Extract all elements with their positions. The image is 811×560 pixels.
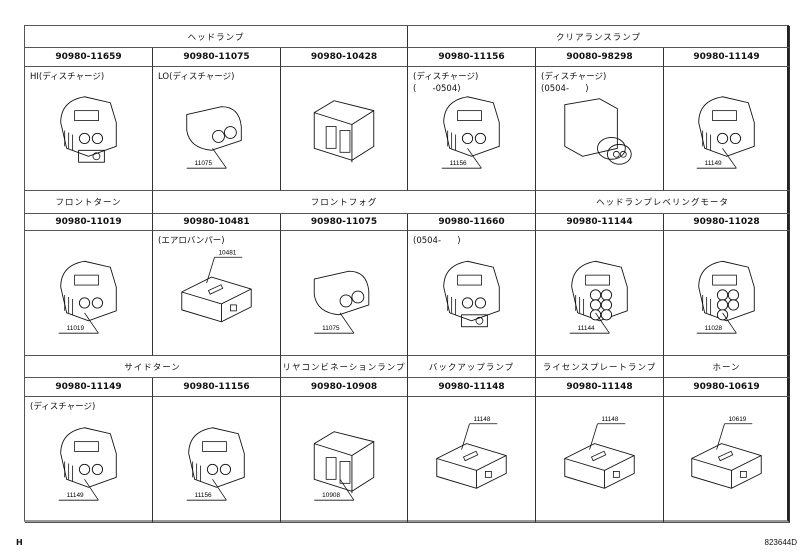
part-number: 90980-11660 <box>408 214 536 231</box>
connector-2pin-round-icon: 11156 <box>441 96 500 169</box>
connector-2pin-round-icon: 11149 <box>696 96 755 169</box>
connector-box-multipin-icon <box>313 100 375 163</box>
connector-illustration-cell: 11028 <box>664 231 790 356</box>
part-number: 90980-11149 <box>25 378 153 397</box>
svg-text:11148: 11148 <box>473 416 490 423</box>
connector-flat-2pin-icon: 11148 <box>564 416 635 489</box>
part-number: 90980-11144 <box>536 214 664 231</box>
connector-illustration-cell: 11149 (ディスチャージ) <box>25 397 153 523</box>
group-header: リヤコンビネーションランプ <box>281 356 408 378</box>
part-number: 90980-11156 <box>153 378 281 397</box>
part-number: 90980-11156 <box>408 48 536 67</box>
connector-6pin-round-icon: 11144 <box>569 260 628 334</box>
part-number: 90980-11659 <box>25 48 153 67</box>
connector-note: LO(ディスチャージ) <box>158 72 235 82</box>
connector-illustration-cell: 11075 <box>281 231 408 356</box>
connector-illustration-cell: 11019 <box>25 231 153 356</box>
connector-2pin-round-icon: 11019 <box>58 260 117 334</box>
group-header: クリアランスランプ <box>408 26 790 48</box>
connector-flat-1pin-icon: 10619 <box>691 416 762 489</box>
connector-illustration-cell: 10908 <box>281 397 408 523</box>
connector-2pin-latch-icon <box>443 260 500 328</box>
svg-text:10481: 10481 <box>218 249 236 256</box>
connector-illustration-cell: (0504- ) <box>408 231 536 356</box>
connector-illustration-cell: 11156 <box>153 397 281 523</box>
svg-text:11148: 11148 <box>601 416 618 423</box>
connector-note: (ディスチャージ) (0504- ) <box>541 72 607 94</box>
svg-text:11075: 11075 <box>322 325 340 332</box>
connector-note: (0504- ) <box>413 236 461 246</box>
svg-text:10619: 10619 <box>728 416 746 423</box>
svg-text:11156: 11156 <box>195 492 212 499</box>
group-header: フロントターン <box>25 191 153 214</box>
connector-flat-multipin-icon: 10481 <box>181 249 252 323</box>
part-number: 90980-11148 <box>408 378 536 397</box>
part-number: 90980-11075 <box>281 214 408 231</box>
connector-illustration-cell: 11144 <box>536 231 664 356</box>
connector-5pin-round-icon: 11028 <box>696 260 755 334</box>
svg-text:10908: 10908 <box>322 492 340 499</box>
connector-illustration-cell: (ディスチャージ) (0504- ) <box>536 67 664 191</box>
connector-parts-table: ヘッドランプクリアランスランプ 90980-11659 HI(ディスチャージ) 90… <box>24 25 790 523</box>
connector-illustration-cell: 11148 <box>536 397 664 523</box>
connector-illustration-cell <box>281 67 408 191</box>
svg-text:11019: 11019 <box>67 325 85 332</box>
connector-illustration-cell: HI(ディスチャージ) <box>25 67 153 191</box>
part-number: 90980-11148 <box>536 378 664 397</box>
svg-text:11149: 11149 <box>705 160 722 167</box>
illustration-id: 823644D <box>764 538 797 547</box>
svg-text:11144: 11144 <box>578 325 595 332</box>
connector-cylindrical-2pin-icon: 11075 <box>313 270 370 334</box>
group-header: バックアップランプ <box>408 356 536 378</box>
connector-sealed-2pin-icon <box>564 98 632 165</box>
part-number: 90980-11019 <box>25 214 153 231</box>
part-number: 90980-11028 <box>664 214 790 231</box>
connector-note: (ディスチャージ) ( -0504) <box>413 72 479 94</box>
part-number: 90980-10908 <box>281 378 408 397</box>
part-number: 90980-10481 <box>153 214 281 231</box>
connector-flat-2pin-icon: 11148 <box>436 416 507 489</box>
connector-cylindrical-2pin-icon: 11075 <box>186 106 242 169</box>
page-marker: H <box>16 538 23 547</box>
group-header: ホーン <box>664 356 790 378</box>
connector-illustration-cell: 11075 LO(ディスチャージ) <box>153 67 281 191</box>
svg-text:11075: 11075 <box>195 160 213 167</box>
group-header: フロントフォグ <box>153 191 536 214</box>
group-header: ライセンスプレートランプ <box>536 356 664 378</box>
connector-3pin-box-icon: 10908 <box>313 431 375 501</box>
connector-2pin-latch-icon <box>60 96 117 163</box>
connector-illustration-cell: 11148 <box>408 397 536 523</box>
part-number: 90080-98298 <box>536 48 664 67</box>
part-number: 90980-10619 <box>664 378 790 397</box>
connector-illustration-cell: 11156 (ディスチャージ) ( -0504) <box>408 67 536 191</box>
connector-2pin-round-icon: 11149 <box>58 427 117 501</box>
connector-illustration-cell: 10619 <box>664 397 790 523</box>
connector-note: (ディスチャージ) <box>30 402 96 412</box>
connector-note: (エアロバンパー) <box>158 236 225 246</box>
connector-illustration-cell: 11149 <box>664 67 790 191</box>
connector-note: HI(ディスチャージ) <box>30 72 105 82</box>
group-header: ヘッドランプ <box>25 26 408 48</box>
part-number: 90980-11075 <box>153 48 281 67</box>
part-number: 90980-10428 <box>281 48 408 67</box>
group-header: サイドターン <box>25 356 281 378</box>
svg-text:11156: 11156 <box>450 160 467 167</box>
connector-illustration-cell: 10481 (エアロバンパー) <box>153 231 281 356</box>
connector-2pin-round-icon: 11156 <box>186 427 245 501</box>
part-number: 90980-11149 <box>664 48 790 67</box>
svg-text:11149: 11149 <box>67 492 84 499</box>
svg-text:11028: 11028 <box>705 325 723 332</box>
group-header: ヘッドランプレベリングモータ <box>536 191 790 214</box>
